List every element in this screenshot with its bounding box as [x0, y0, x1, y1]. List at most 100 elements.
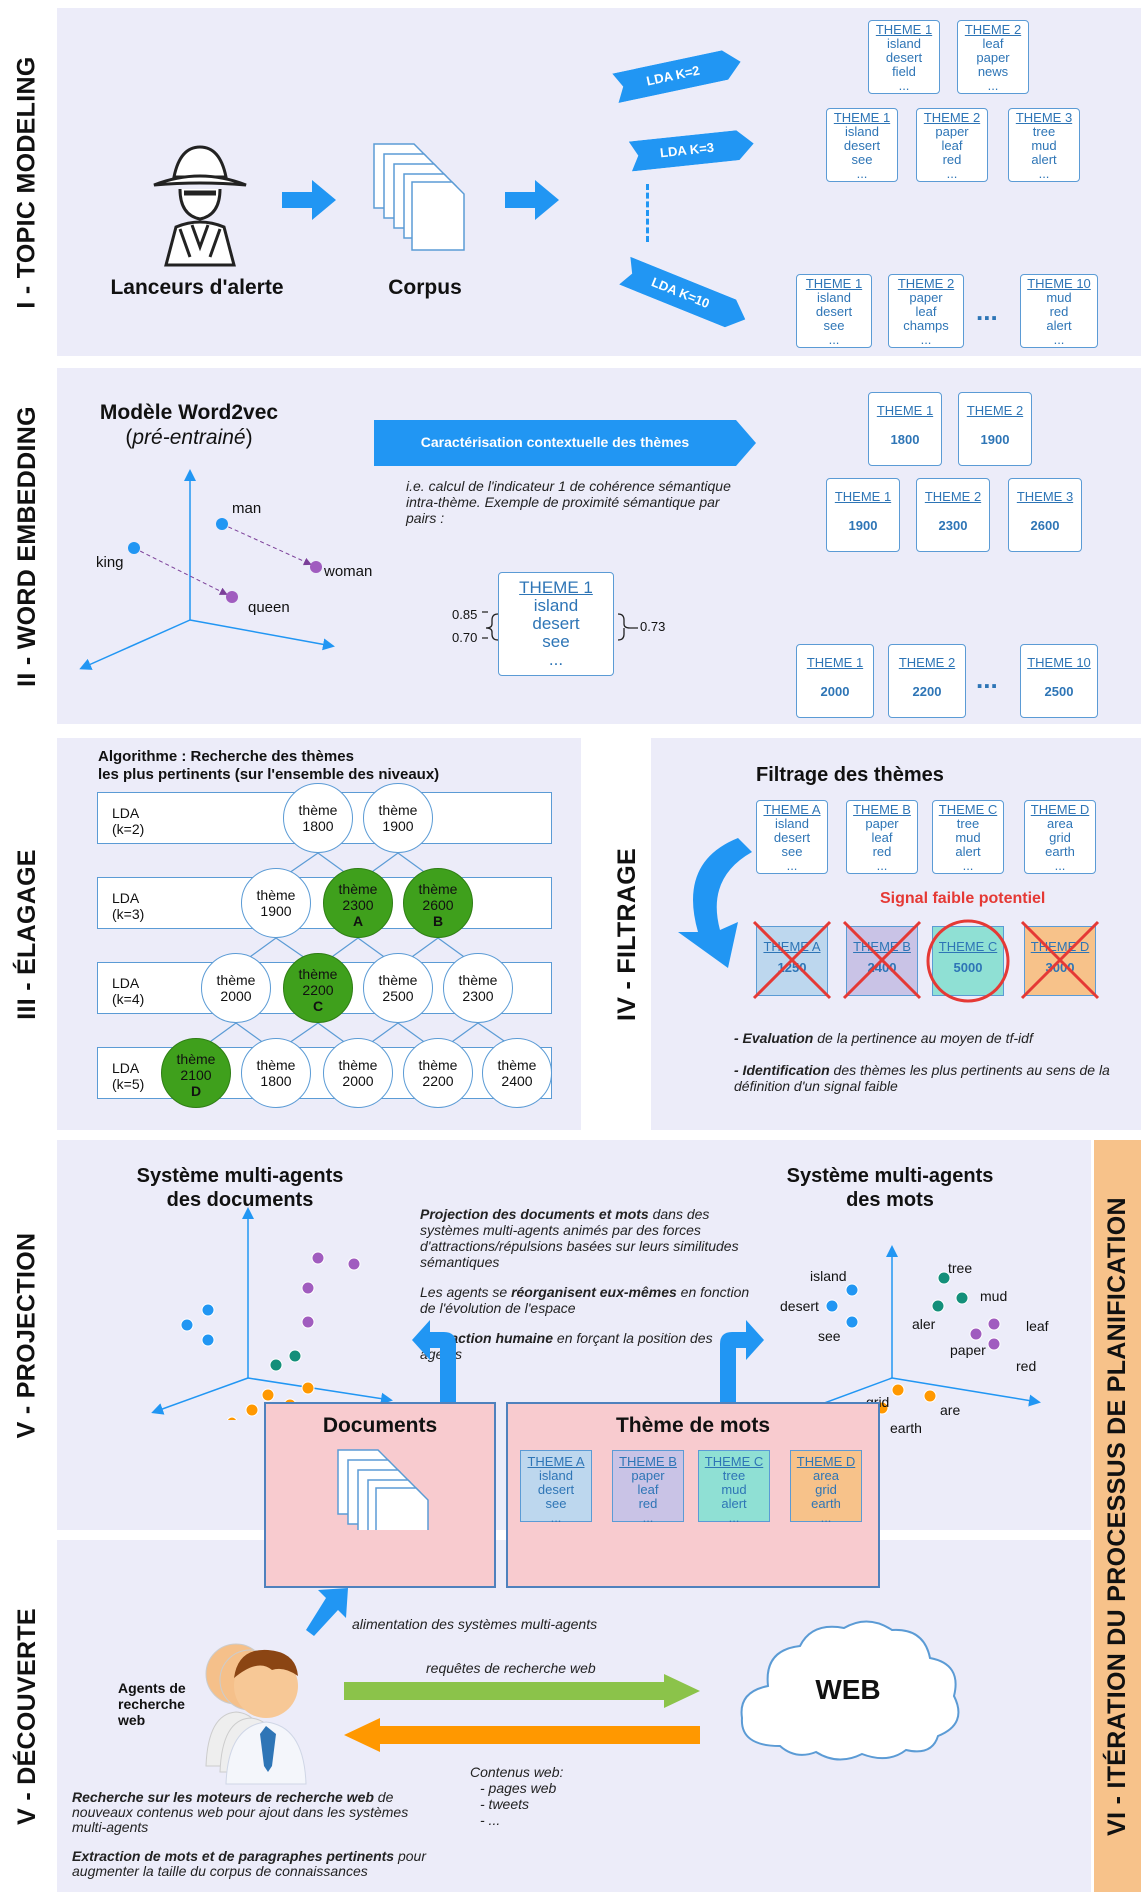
contenus-web-list: Contenus web: - pages web - tweets - ...	[470, 1764, 564, 1828]
panel-iteration	[1094, 1140, 1141, 1892]
word-woman: woman	[324, 563, 373, 580]
embedding-description: i.e. calcul de l'indicateur 1 de cohéren…	[406, 478, 731, 526]
diagonal-arrow-icon	[306, 1588, 348, 1636]
ellipsis-dots: ...	[976, 664, 998, 694]
curved-arrow-icon	[678, 838, 752, 968]
word-king: king	[96, 554, 124, 571]
word-label: mud	[980, 1288, 1008, 1304]
documents-box-overlap	[264, 1530, 496, 1588]
curved-up-arrow-icon	[720, 1320, 764, 1404]
arrow-right-icon	[282, 180, 336, 220]
section-label-projection: V - PROJECTION	[12, 1232, 41, 1438]
curved-up-arrow-icon	[412, 1320, 456, 1404]
section-label-iteration: VI - ITÉRATION DU PROCESSUS DE PLANIFICA…	[1102, 1196, 1131, 1836]
contextual-characterization-arrow: Caractérisation contextuelle des thèmes	[374, 420, 756, 466]
lda-dashed-line	[646, 184, 649, 242]
cross-marks	[752, 919, 1100, 1003]
word-label: desert	[780, 1298, 819, 1314]
corpus-label: Corpus	[388, 276, 462, 299]
word-man: man	[232, 500, 262, 517]
arrow-right-green-icon	[344, 1674, 700, 1708]
word-label: paper	[950, 1342, 986, 1358]
word-label: red	[1016, 1358, 1037, 1374]
filtrage-title: Filtrage des thèmes	[756, 764, 944, 786]
lanceurs-label: Lanceurs d'alerte	[110, 276, 284, 299]
signal-label: Signal faible potentiel	[880, 890, 1046, 907]
filtrage-bullet-1: - Evaluation de la pertinence au moyen d…	[734, 1030, 1033, 1046]
theme-mots-label: Thème de mots	[615, 1414, 771, 1437]
word-label: are	[940, 1402, 961, 1418]
ellipsis-dots: ...	[976, 296, 998, 326]
word-label: earth	[890, 1420, 922, 1436]
word-label: island	[810, 1268, 847, 1284]
lda-k3-arrow: LDA K=3	[628, 129, 755, 172]
documents-icon	[337, 1449, 429, 1557]
similarity-value-1: 0.85	[452, 607, 478, 622]
recherche-text: Recherche sur les moteurs de recherche w…	[72, 1789, 427, 1879]
alimentation-label: alimentation des systèmes multi-agents	[352, 1616, 598, 1632]
lda-k10-arrow: LDA K=10	[619, 256, 751, 334]
requetes-label: requêtes de recherche web	[426, 1660, 596, 1676]
arrow-right-icon	[505, 180, 559, 220]
documents-label: Documents	[322, 1414, 438, 1437]
theme-mots-box-overlap	[506, 1530, 880, 1588]
similarity-brackets	[482, 611, 638, 641]
search-agents-icon	[205, 1643, 307, 1785]
docs-3d-axes	[151, 1207, 393, 1420]
word-label: aler	[912, 1316, 936, 1332]
lda-k2-arrow: LDA K=2	[612, 47, 743, 103]
word-queen: queen	[248, 599, 290, 616]
similarity-value-2: 0.70	[452, 630, 478, 645]
word-label: see	[818, 1328, 841, 1344]
filtrage-bullet-2: - Identification des thèmes les plus per…	[734, 1062, 1110, 1094]
embedding-3d-axes	[79, 469, 335, 670]
word-label: tree	[948, 1260, 973, 1276]
arrow-left-orange-icon	[344, 1718, 700, 1752]
word-label: leaf	[1026, 1318, 1049, 1334]
section-label-decouverte: V - DÉCOUVERTE	[12, 1607, 41, 1825]
